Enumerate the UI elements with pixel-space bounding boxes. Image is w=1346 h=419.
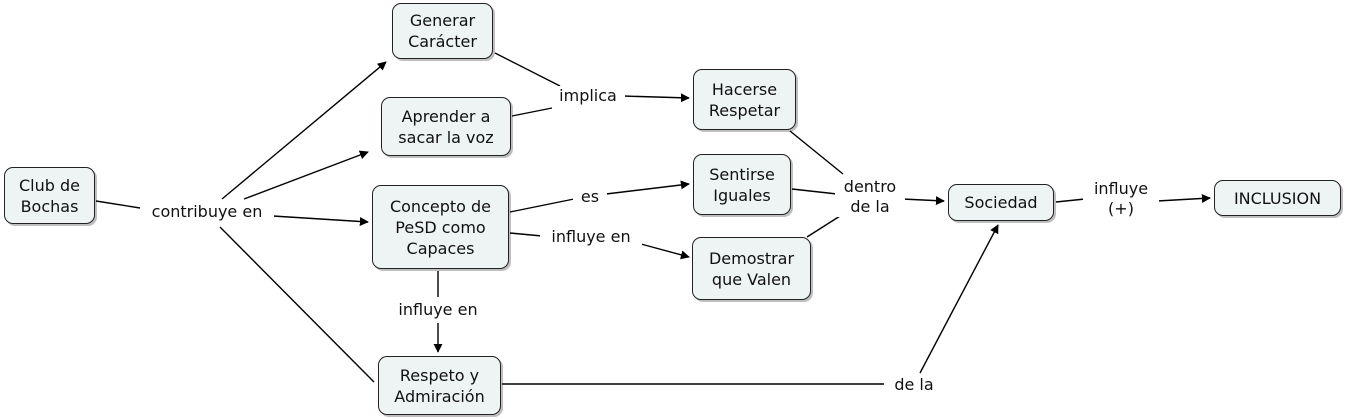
- connector-concepto-influye: [509, 232, 543, 237]
- arrow-to-demostrar: [640, 243, 690, 260]
- connector-hacerse-dentro: [789, 130, 844, 175]
- arrow-to-sociedad: [901, 196, 945, 206]
- node-sociedad[interactable]: Sociedad: [948, 184, 1054, 221]
- connector-club-contribuye: [95, 200, 141, 209]
- node-aprender-a-sacar-la-voz[interactable]: Aprender a sacar la voz: [381, 97, 511, 156]
- link-influye-plus: influye (+): [1083, 179, 1159, 219]
- arrow-to-hacerse: [622, 93, 690, 103]
- node-demostrar-que-valen[interactable]: Demostrar que Valen: [692, 237, 811, 300]
- node-inclusion[interactable]: INCLUSION: [1214, 180, 1341, 216]
- node-sentirse-iguales[interactable]: Sentirse Iguales: [693, 154, 791, 215]
- connector-sentirse-dentro: [791, 188, 838, 195]
- node-club-de-bochas[interactable]: Club de Bochas: [4, 167, 95, 224]
- connector-demostrar-dentro: [806, 215, 841, 238]
- link-contribuye-en: contribuye en: [140, 202, 274, 222]
- arrow-to-aprender: [243, 150, 369, 200]
- link-implica: implica: [551, 86, 625, 106]
- link-es: es: [573, 187, 607, 207]
- connector-to-respeto: [219, 226, 375, 383]
- link-de-la: de la: [884, 375, 944, 395]
- arrow-to-sentirse: [605, 180, 690, 195]
- connector-generar-implica: [494, 52, 561, 87]
- arrow-dela-to-sociedad: [919, 224, 999, 374]
- connector-aprender-implica: [511, 107, 553, 117]
- arrow-to-generar: [221, 61, 387, 200]
- connector-concepto-es: [509, 198, 575, 213]
- node-generar-caracter[interactable]: Generar Carácter: [392, 3, 493, 59]
- node-hacerse-respetar[interactable]: Hacerse Respetar: [693, 69, 796, 130]
- connector-sociedad-influye: [1055, 198, 1086, 203]
- link-dentro-de-la: dentro de la: [835, 177, 905, 217]
- arrow-to-inclusion: [1156, 193, 1211, 203]
- node-respeto-y-admiracion[interactable]: Respeto y Admiración: [378, 356, 501, 415]
- arrow-to-concepto: [272, 215, 369, 226]
- link-influye-en-right: influye en: [540, 227, 642, 247]
- link-influye-en-down: influye en: [388, 300, 488, 320]
- node-concepto-pesd[interactable]: Concepto de PeSD como Capaces: [372, 185, 509, 269]
